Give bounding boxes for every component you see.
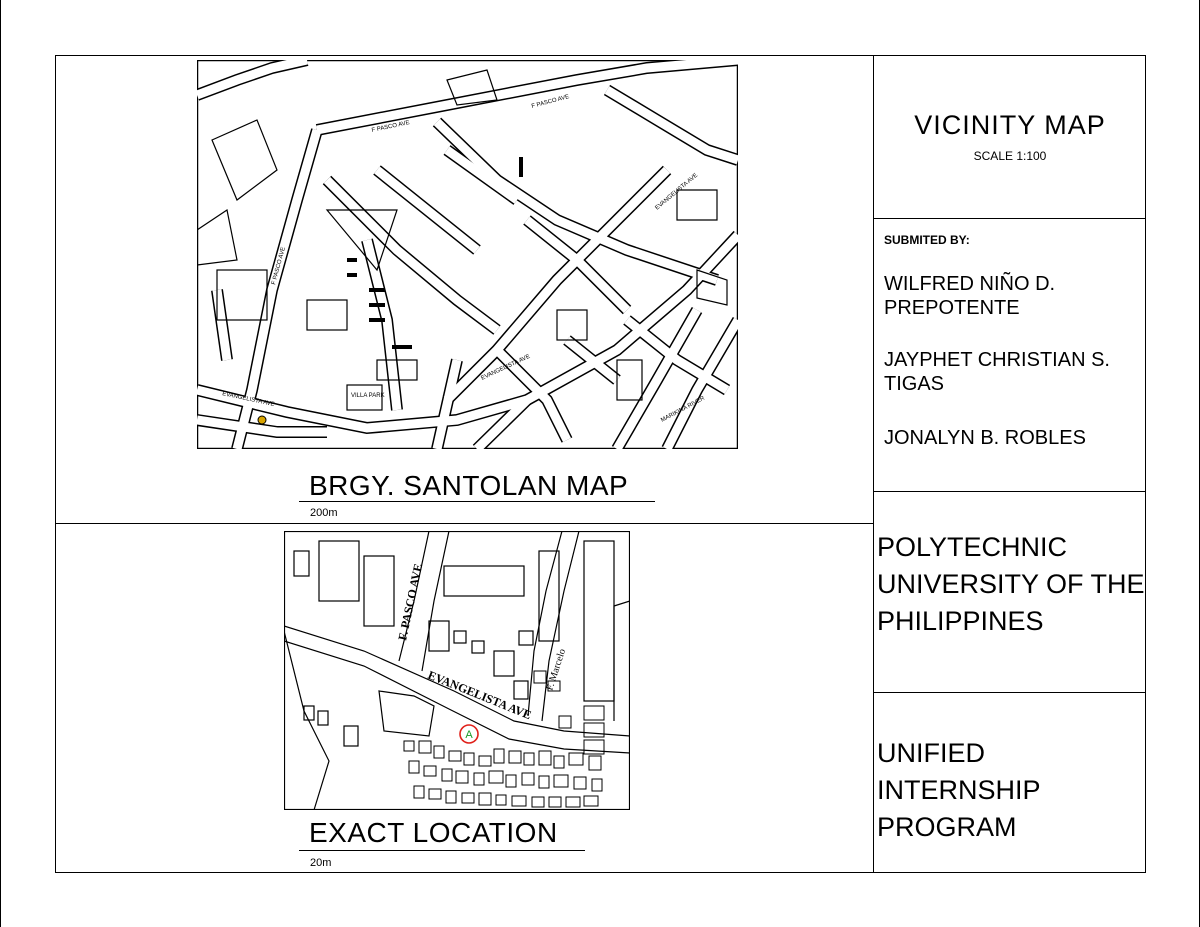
location-scale-note: 20m	[310, 857, 332, 869]
barangay-caption-underline	[299, 501, 655, 502]
submitter-name: JAYPHET CHRISTIAN S. TIGAS	[884, 349, 1110, 395]
exact-location-map: F. PASCO AVE EVANGELISTA AVE F. Marcelo …	[284, 531, 630, 810]
title-divider-2	[873, 491, 1146, 492]
title-divider-1	[873, 218, 1146, 219]
drawing-frame	[55, 55, 1146, 873]
title-block-divider	[873, 55, 874, 873]
site-location-marker: A	[459, 724, 479, 744]
site-marker-dot	[257, 415, 267, 425]
place-label: VILLA PARK	[351, 393, 385, 399]
submitter-name: WILFRED NIÑO D. PREPOTENTE	[884, 273, 1056, 319]
vicinity-map-scale: SCALE 1:100	[973, 149, 1047, 163]
barangay-scale-note: 200m	[310, 507, 338, 519]
site-marker-label: A	[465, 729, 473, 741]
title-divider-3	[873, 692, 1146, 693]
location-caption-underline	[299, 850, 585, 851]
submitter-name: JONALYN B. ROBLES	[884, 427, 1086, 449]
university-name: POLYTECHNIC UNIVERSITY OF THE PHILIPPINE…	[877, 532, 1145, 636]
barangay-map-caption: BRGY. SANTOLAN MAP	[309, 470, 629, 501]
program-name: UNIFIED INTERNSHIP PROGRAM	[877, 738, 1041, 842]
maps-divider	[55, 523, 873, 524]
location-map-caption: EXACT LOCATION	[309, 817, 558, 848]
barangay-map: F PASCO AVE F PASCO AVE F PASCO AVE EVAN…	[197, 60, 738, 449]
submitted-by-label: SUBMITED BY:	[884, 233, 970, 247]
sheet-edge-left	[0, 0, 1, 927]
vicinity-map-title: VICINITY MAP	[914, 110, 1106, 140]
